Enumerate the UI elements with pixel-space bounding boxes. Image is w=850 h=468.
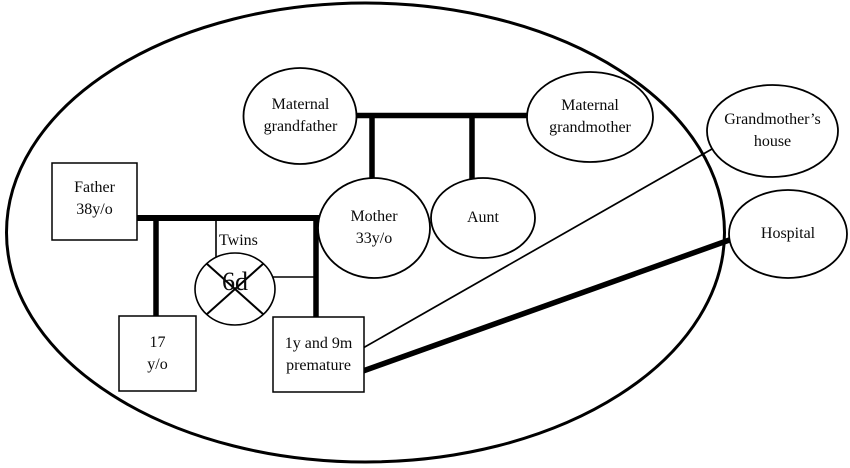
connector-lines bbox=[136, 112, 736, 374]
family-boundary-ellipse bbox=[5, 1, 726, 464]
premature-to-grandmothers-house-line bbox=[362, 148, 713, 349]
father-node bbox=[51, 162, 138, 241]
grandmothers-house-node bbox=[706, 84, 839, 178]
node-shapes bbox=[51, 67, 848, 393]
deceased-cross-icon bbox=[205, 262, 265, 316]
mother-node bbox=[317, 177, 431, 279]
maternal-grandfather-node bbox=[242, 67, 358, 165]
maternal-grandmother-node bbox=[526, 71, 654, 163]
aunt-node bbox=[430, 177, 536, 259]
17yo-node bbox=[118, 315, 197, 392]
hospital-node bbox=[728, 189, 848, 279]
premature-to-hospital-line bbox=[362, 235, 736, 374]
premature-child-node bbox=[272, 316, 365, 393]
twins-annotation: Twins bbox=[219, 232, 258, 249]
